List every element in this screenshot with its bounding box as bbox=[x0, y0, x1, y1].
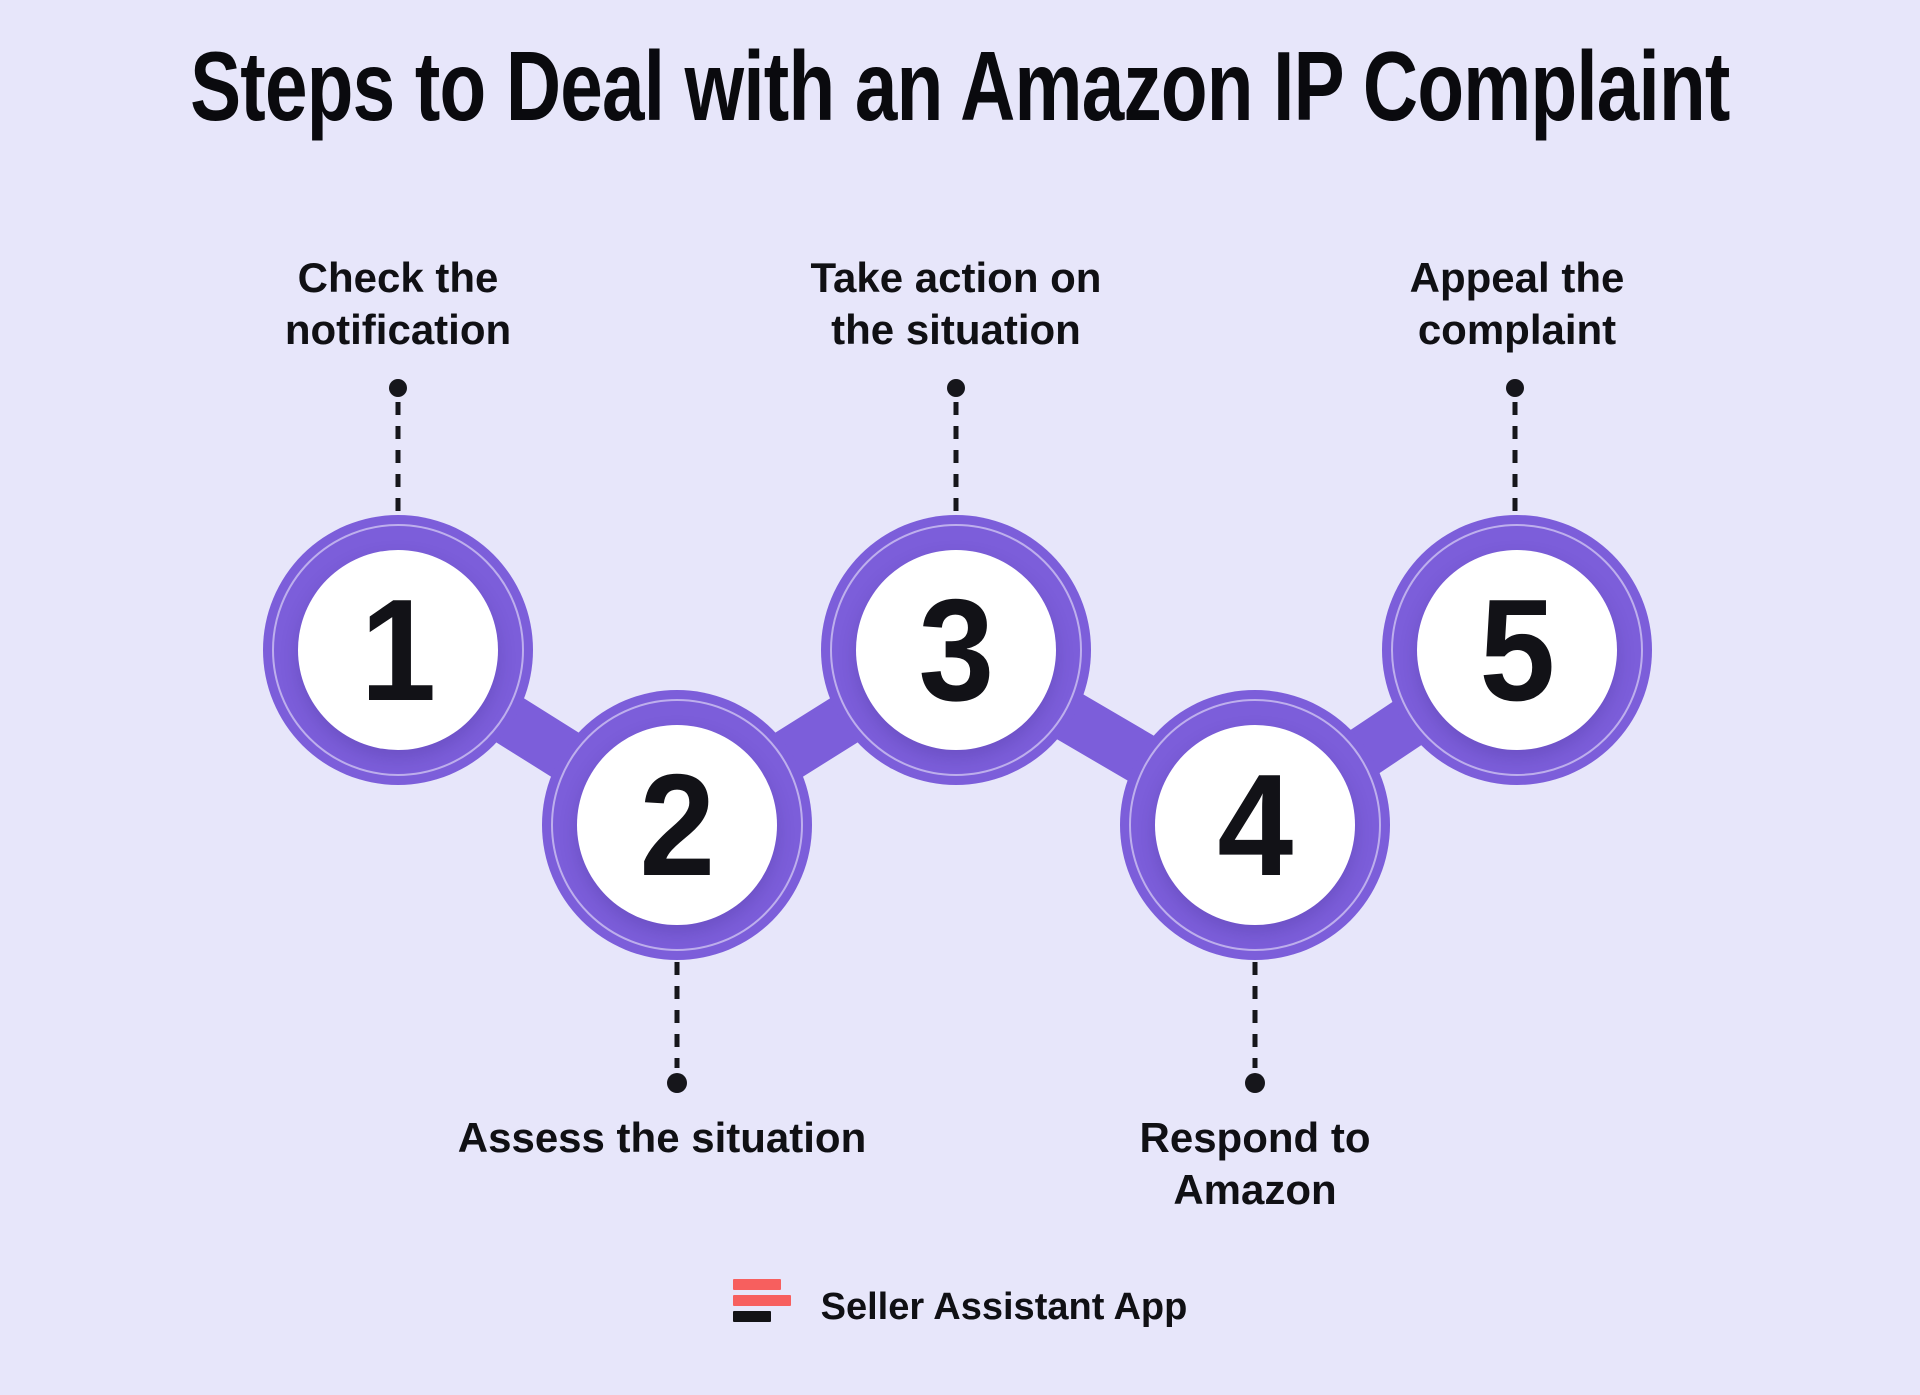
step-circle-3: 3 bbox=[821, 515, 1091, 785]
leader-dot-step-3 bbox=[947, 379, 965, 397]
step-number-2: 2 bbox=[639, 743, 715, 906]
leader-dot-step-5 bbox=[1506, 379, 1524, 397]
step-number-4: 4 bbox=[1217, 743, 1293, 906]
step-label-5: Appeal the complaint bbox=[1409, 254, 1625, 354]
leader-dot-step-4 bbox=[1245, 1073, 1265, 1093]
logo-bar-top bbox=[732, 1279, 781, 1290]
logo-bar-bottom bbox=[732, 1311, 771, 1322]
brand-name: Seller Assistant App bbox=[820, 1286, 1188, 1328]
leader-dot-step-2 bbox=[667, 1073, 687, 1093]
leader-dot-step-1 bbox=[389, 379, 407, 397]
step-circle-2-inner: 2 bbox=[577, 725, 777, 925]
step-label-4: Respond to Amazon bbox=[1139, 1114, 1371, 1214]
step-circle-5: 5 bbox=[1382, 515, 1652, 785]
page-title: Steps to Deal with an Amazon IP Complain… bbox=[190, 31, 1730, 141]
step-circle-4-inner: 4 bbox=[1155, 725, 1355, 925]
step-number-1: 1 bbox=[360, 568, 436, 731]
step-number-3: 3 bbox=[918, 568, 994, 731]
logo-bar-middle bbox=[732, 1295, 791, 1306]
footer-brand-row: Seller Assistant App bbox=[0, 1276, 1920, 1326]
step-circle-1-inner: 1 bbox=[298, 550, 498, 750]
step-number-5: 5 bbox=[1479, 568, 1555, 731]
step-circle-2: 2 bbox=[542, 690, 812, 960]
step-label-3: Take action on the situation bbox=[810, 254, 1102, 354]
step-circle-1: 1 bbox=[263, 515, 533, 785]
step-circle-3-inner: 3 bbox=[856, 550, 1056, 750]
step-circle-4: 4 bbox=[1120, 690, 1390, 960]
step-label-2: Assess the situation bbox=[457, 1114, 867, 1161]
seller-assistant-logo-icon bbox=[732, 1276, 791, 1322]
title-wrap: Steps to Deal with an Amazon IP Complain… bbox=[0, 28, 1920, 146]
step-circle-5-inner: 5 bbox=[1417, 550, 1617, 750]
step-label-1: Check the notification bbox=[284, 254, 512, 354]
